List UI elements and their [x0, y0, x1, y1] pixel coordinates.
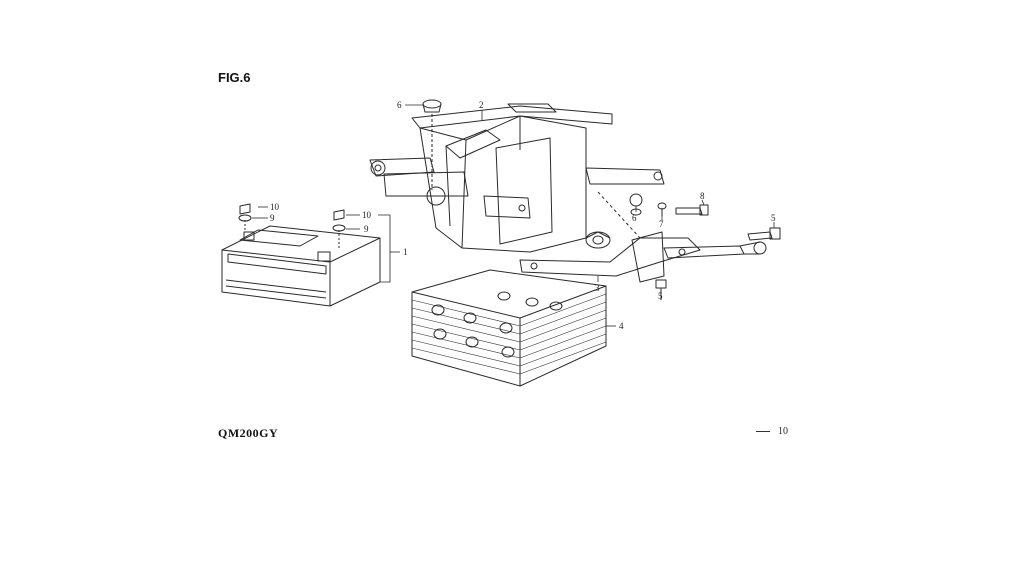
page-number-value: 10 — [778, 426, 788, 437]
hardware-parts — [238, 99, 781, 300]
callout-10-left: 10 — [270, 202, 280, 212]
callout-2: 2 — [479, 100, 484, 110]
callout-3: 3 — [595, 283, 600, 293]
page-number: 10 — [756, 426, 788, 437]
callout-10-right: 10 — [362, 210, 372, 220]
callout-9-right: 9 — [364, 224, 369, 234]
callout-4: 4 — [619, 321, 624, 331]
callout-8: 8 — [700, 191, 705, 201]
battery — [221, 225, 381, 307]
battery-strap-bracket — [519, 191, 767, 283]
callout-6-right: 6 — [632, 213, 637, 223]
callout-6-top: 6 — [397, 100, 402, 110]
callout-5-right: 5 — [771, 213, 776, 223]
callout-7: 7 — [659, 219, 664, 229]
callout-9-left: 9 — [270, 213, 275, 223]
model-name: QM200GY — [218, 426, 279, 440]
callout-1: 1 — [403, 247, 408, 257]
callout-5-bottom: 5 — [658, 291, 663, 301]
leader-lines — [252, 104, 775, 327]
battery-case — [411, 269, 607, 387]
battery-holder-bracket — [369, 103, 665, 253]
figure-title: FIG.6 — [218, 70, 251, 85]
callout-labels: 6 2 10 9 10 9 1 3 4 6 7 8 5 5 — [270, 100, 776, 331]
